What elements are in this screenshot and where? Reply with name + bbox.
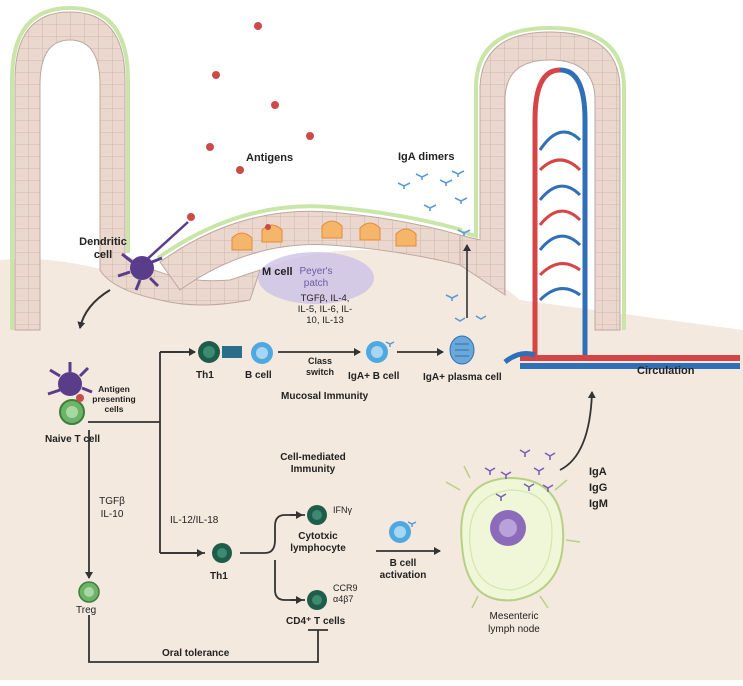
- label-tgfb-il10: TGFβ IL-10: [99, 496, 125, 520]
- iga-plasma-cell-icon: [449, 335, 475, 365]
- label-iga-dimers: IgA dimers: [398, 151, 455, 163]
- right-villus: [459, 25, 626, 331]
- label-b-cell: B cell: [245, 370, 272, 381]
- label-cytotoxic-lymphocyte: Cytotxic lymphocyte: [290, 531, 346, 554]
- label-peyers-patch: Peyer's patch: [299, 266, 333, 289]
- label-cytokines: TGFβ, IL-4, IL-5, IL-6, IL-10, IL-13: [297, 293, 353, 326]
- lymph-node-icon: [445, 465, 581, 609]
- label-m-cell: M cell: [262, 266, 293, 278]
- label-oral-tolerance: Oral tolerance: [162, 648, 230, 659]
- label-antigen-presenting-cells: Antigen presenting cells: [92, 384, 136, 414]
- iga-dimer-icons: [397, 170, 487, 322]
- label-igg: IgG: [589, 482, 608, 494]
- label-class-switch: Class switch: [305, 356, 334, 377]
- treg-cell-icon: [78, 581, 100, 603]
- cytotoxic-cell-icon: [307, 505, 327, 525]
- label-th1-bottom: Th1: [210, 571, 228, 582]
- branch-lines: [88, 351, 205, 554]
- label-treg: Treg: [76, 605, 97, 616]
- label-iga-b-cell: IgA+ B cell: [348, 371, 400, 382]
- blood-vessels: [503, 67, 740, 369]
- label-antigens: Antigens: [246, 152, 294, 164]
- cd4-cell-icon: [307, 590, 327, 610]
- label-b-cell-activation: B cell activation: [379, 558, 427, 581]
- th1-bottom-icon: [212, 543, 232, 563]
- label-ifng: IFNγ: [333, 505, 352, 515]
- tissue-background: [0, 250, 743, 680]
- label-cd4-t-cells: CD4⁺ T cells: [286, 616, 346, 627]
- label-th1-top: Th1: [196, 370, 214, 381]
- label-dendritic-cell: Dendritic cell: [79, 236, 127, 261]
- label-il12-il18: IL-12/IL-18: [170, 515, 219, 526]
- label-cell-mediated-immunity: Cell-mediated Immunity: [280, 452, 346, 475]
- th1-b-cell-conjugate: [198, 341, 273, 364]
- label-ccr9: CCR9 α4β7: [333, 583, 358, 604]
- dendritic-cell-icon: [117, 221, 189, 291]
- label-naive-t-cell: Naive T cell: [45, 434, 101, 445]
- label-igm: IgM: [589, 498, 608, 510]
- iga-b-cell-icon: [366, 341, 395, 363]
- antigen-particles: [187, 22, 314, 230]
- antibody-icons: [484, 449, 556, 501]
- label-iga-plasma-cell: IgA+ plasma cell: [423, 372, 502, 383]
- th1-split-lines: [240, 514, 305, 601]
- label-iga: IgA: [589, 466, 607, 478]
- label-mucosal-immunity: Mucosal Immunity: [281, 391, 369, 402]
- b-cell-activation-icon: [389, 521, 417, 543]
- naive-t-cell-icon: [47, 362, 93, 425]
- m-cells: [231, 220, 417, 251]
- arrow-to-circulation: [559, 391, 596, 471]
- dc-to-naive-arrow: [77, 289, 111, 329]
- peyers-patch: [258, 252, 374, 304]
- label-circulation: Circulation: [637, 365, 695, 377]
- label-mesenteric-lymph-node: Mesenteric lymph node: [488, 611, 540, 635]
- oral-tolerance-inhibition: [88, 615, 328, 663]
